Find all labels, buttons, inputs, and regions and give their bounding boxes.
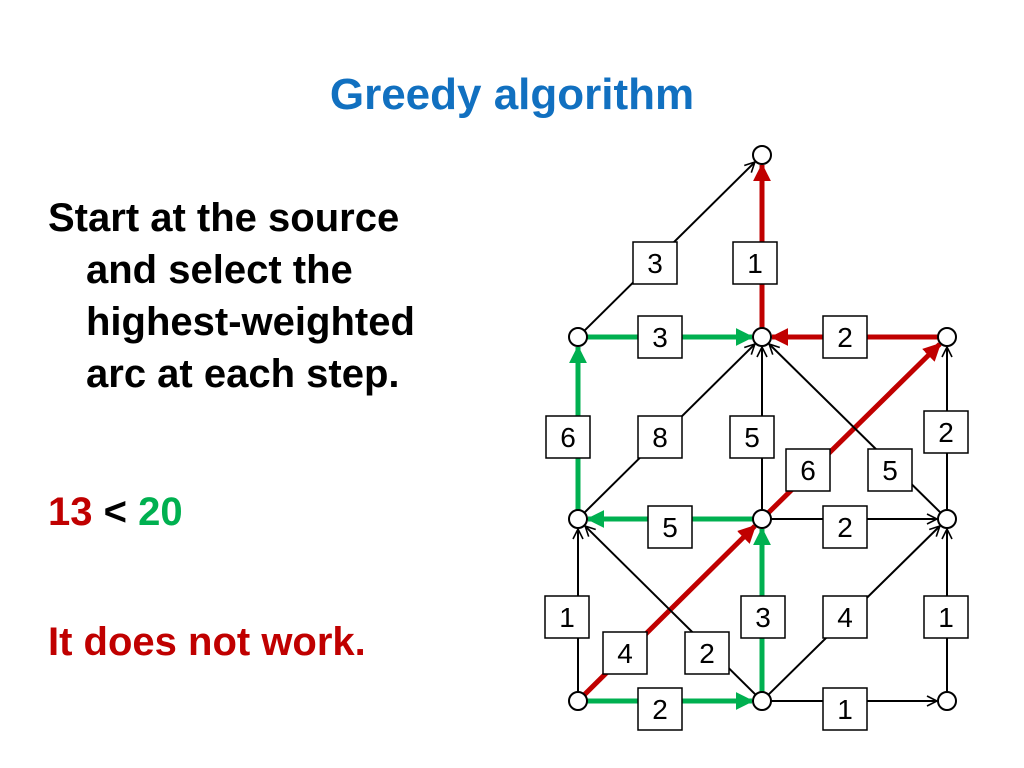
weight-label: 8 xyxy=(637,415,683,459)
nodes xyxy=(568,145,957,711)
weight-label: 2 xyxy=(684,631,730,675)
optimal-total: 20 xyxy=(138,490,183,534)
weight-comparison: 13 < 20 xyxy=(48,490,183,535)
weight-value: 3 xyxy=(652,322,668,353)
node-n7 xyxy=(937,509,957,529)
weight-value: 5 xyxy=(744,422,760,453)
node-n6 xyxy=(752,509,772,529)
weight-label: 5 xyxy=(729,415,775,459)
node-n1 xyxy=(752,145,772,165)
weight-label: 3 xyxy=(740,595,786,639)
weight-label: 6 xyxy=(545,415,591,459)
weight-label: 4 xyxy=(822,595,868,639)
node-n8 xyxy=(568,691,588,711)
weight-label: 1 xyxy=(544,595,590,639)
weight-value: 6 xyxy=(800,455,816,486)
weight-value: 1 xyxy=(938,602,954,633)
greedy-total: 13 xyxy=(48,490,93,534)
node-n5 xyxy=(568,509,588,529)
weight-value: 6 xyxy=(560,422,576,453)
bullet-line-2: and select the xyxy=(86,248,353,292)
weight-label: 6 xyxy=(785,448,831,492)
weight-value: 5 xyxy=(662,512,678,543)
weight-value: 2 xyxy=(938,417,954,448)
bullet-line-1: Start at the source xyxy=(48,196,400,240)
weight-value: 1 xyxy=(747,248,763,279)
weight-value: 4 xyxy=(837,602,853,633)
weight-label: 2 xyxy=(822,315,868,359)
weight-label: 3 xyxy=(632,241,678,285)
weight-value: 2 xyxy=(699,638,715,669)
weight-value: 2 xyxy=(837,512,853,543)
weight-label: 2 xyxy=(637,687,683,731)
weight-label: 1 xyxy=(822,687,868,731)
node-n3 xyxy=(752,327,772,347)
weight-value: 2 xyxy=(652,694,668,725)
weight-label: 5 xyxy=(867,448,913,492)
weight-value: 5 xyxy=(882,455,898,486)
weight-value: 1 xyxy=(837,694,853,725)
weight-label: 2 xyxy=(822,505,868,549)
weight-value: 2 xyxy=(837,322,853,353)
conclusion-text: It does not work. xyxy=(48,620,366,664)
weight-label: 4 xyxy=(602,631,648,675)
comparison-operator: < xyxy=(103,490,127,534)
weight-value: 8 xyxy=(652,422,668,453)
bullet-line-3: highest-weighted xyxy=(86,300,415,344)
weight-label: 2 xyxy=(923,410,969,454)
weight-value: 3 xyxy=(647,248,663,279)
weight-label: 1 xyxy=(923,595,969,639)
bullet-line-4: arc at each step. xyxy=(86,352,400,396)
node-n2 xyxy=(568,327,588,347)
slide-title: Greedy algorithm xyxy=(329,70,695,119)
node-n10 xyxy=(937,691,957,711)
weight-label: 5 xyxy=(647,505,693,549)
weight-label: 1 xyxy=(732,241,778,285)
weight-value: 1 xyxy=(559,602,575,633)
bullet-text: Start at the source and select the highe… xyxy=(48,192,508,400)
weight-label: 3 xyxy=(637,315,683,359)
node-n9 xyxy=(752,691,772,711)
node-n4 xyxy=(937,327,957,347)
weight-value: 4 xyxy=(617,638,633,669)
weight-value: 3 xyxy=(755,602,771,633)
